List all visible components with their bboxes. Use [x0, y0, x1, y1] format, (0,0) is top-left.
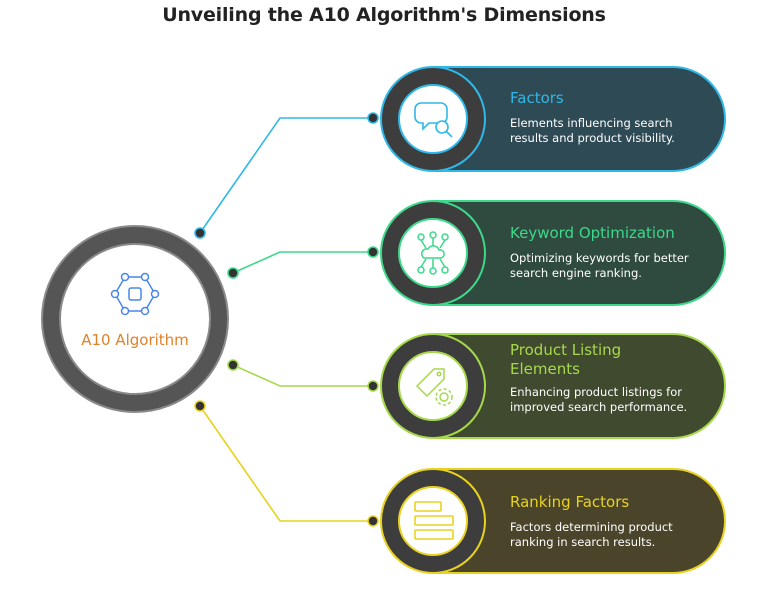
card-listing-description: Enhancing product listings for improved …: [510, 385, 688, 414]
center-label: A10 Algorithm: [81, 331, 189, 349]
card-listing-text: Product Listing Elements Enhancing produ…: [510, 341, 695, 415]
connector-factors: [199, 117, 373, 234]
network-icon: [110, 272, 160, 316]
card-keyword-description: Optimizing keywords for better search en…: [510, 251, 689, 280]
center-hub: [41, 225, 229, 413]
connector-dot-ranking-start: [194, 400, 206, 412]
connector-dot-listing-start: [227, 359, 239, 371]
card-keyword-title: Keyword Optimization: [510, 224, 675, 242]
connectors: [194, 112, 379, 527]
connector-keyword: [232, 251, 373, 274]
card-ranking-title: Ranking Factors: [510, 493, 630, 511]
card-listing-title: Product Listing Elements: [510, 341, 622, 378]
tag-gear-icon: [415, 368, 453, 406]
connector-dot-listing-end: [367, 380, 379, 392]
connector-ranking: [199, 405, 373, 522]
connector-dot-factors-start: [194, 227, 206, 239]
connector-dot-factors-end: [367, 112, 379, 124]
keyword-network-icon: [417, 231, 449, 275]
list-bars-icon: [414, 501, 454, 540]
card-factors-title: Factors: [510, 89, 564, 107]
search-chat-icon: [414, 102, 453, 138]
card-ranking-text: Ranking Factors Factors determining prod…: [510, 493, 710, 550]
connector-dot-keyword-end: [367, 246, 379, 258]
card-factors: [380, 66, 726, 172]
card-ranking-description: Factors determining product ranking in s…: [510, 520, 673, 549]
card-keyword: [380, 200, 726, 306]
connector-dot-keyword-start: [227, 267, 239, 279]
card-ranking: [380, 468, 726, 574]
card-keyword-text: Keyword Optimization Optimizing keywords…: [510, 224, 710, 281]
connector-dot-ranking-end: [367, 515, 379, 527]
card-factors-text: Factors Elements influencing search resu…: [510, 89, 710, 146]
connector-listing: [232, 364, 373, 387]
card-factors-description: Elements influencing search results and …: [510, 116, 675, 145]
diagram-title: Unveiling the A10 Algorithm's Dimensions: [162, 4, 606, 26]
